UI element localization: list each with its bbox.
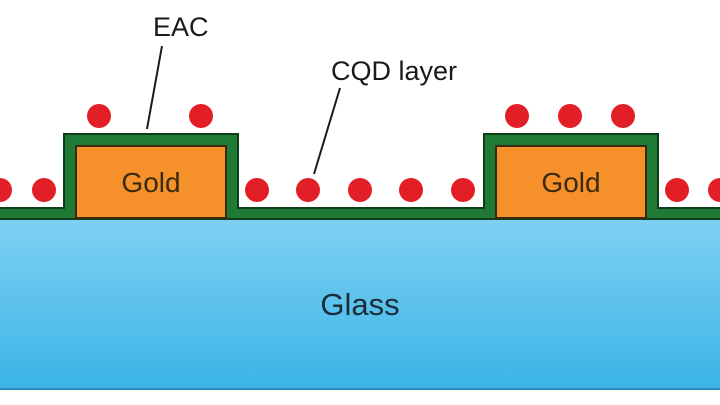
cqd-dot: [451, 178, 475, 202]
cqd-leader-line: [313, 87, 341, 175]
gold-electrode-left: [75, 145, 227, 219]
cqd-dot: [189, 104, 213, 128]
cqd-dot: [399, 178, 423, 202]
cqd-dot: [348, 178, 372, 202]
cqd-dot: [87, 104, 111, 128]
cqd-dot: [296, 178, 320, 202]
cqd-dot: [708, 178, 720, 202]
cqd-dot: [32, 178, 56, 202]
cqd-dot: [505, 104, 529, 128]
eac-label: EAC: [153, 12, 209, 42]
cqd-dot: [558, 104, 582, 128]
cqd-layer-label: CQD layer: [331, 56, 457, 86]
cqd-dot: [245, 178, 269, 202]
gold-right-label: Gold: [541, 167, 600, 198]
cqd-dot: [0, 178, 12, 202]
gold-electrode-right: [495, 145, 647, 219]
cqd-dot: [665, 178, 689, 202]
gold-left-label: Gold: [121, 167, 180, 198]
glass-substrate: [0, 218, 720, 390]
cqd-dot: [611, 104, 635, 128]
eac-leader-line: [146, 45, 163, 130]
cqd-dots: [0, 104, 720, 202]
glass-label: Glass: [320, 287, 399, 322]
